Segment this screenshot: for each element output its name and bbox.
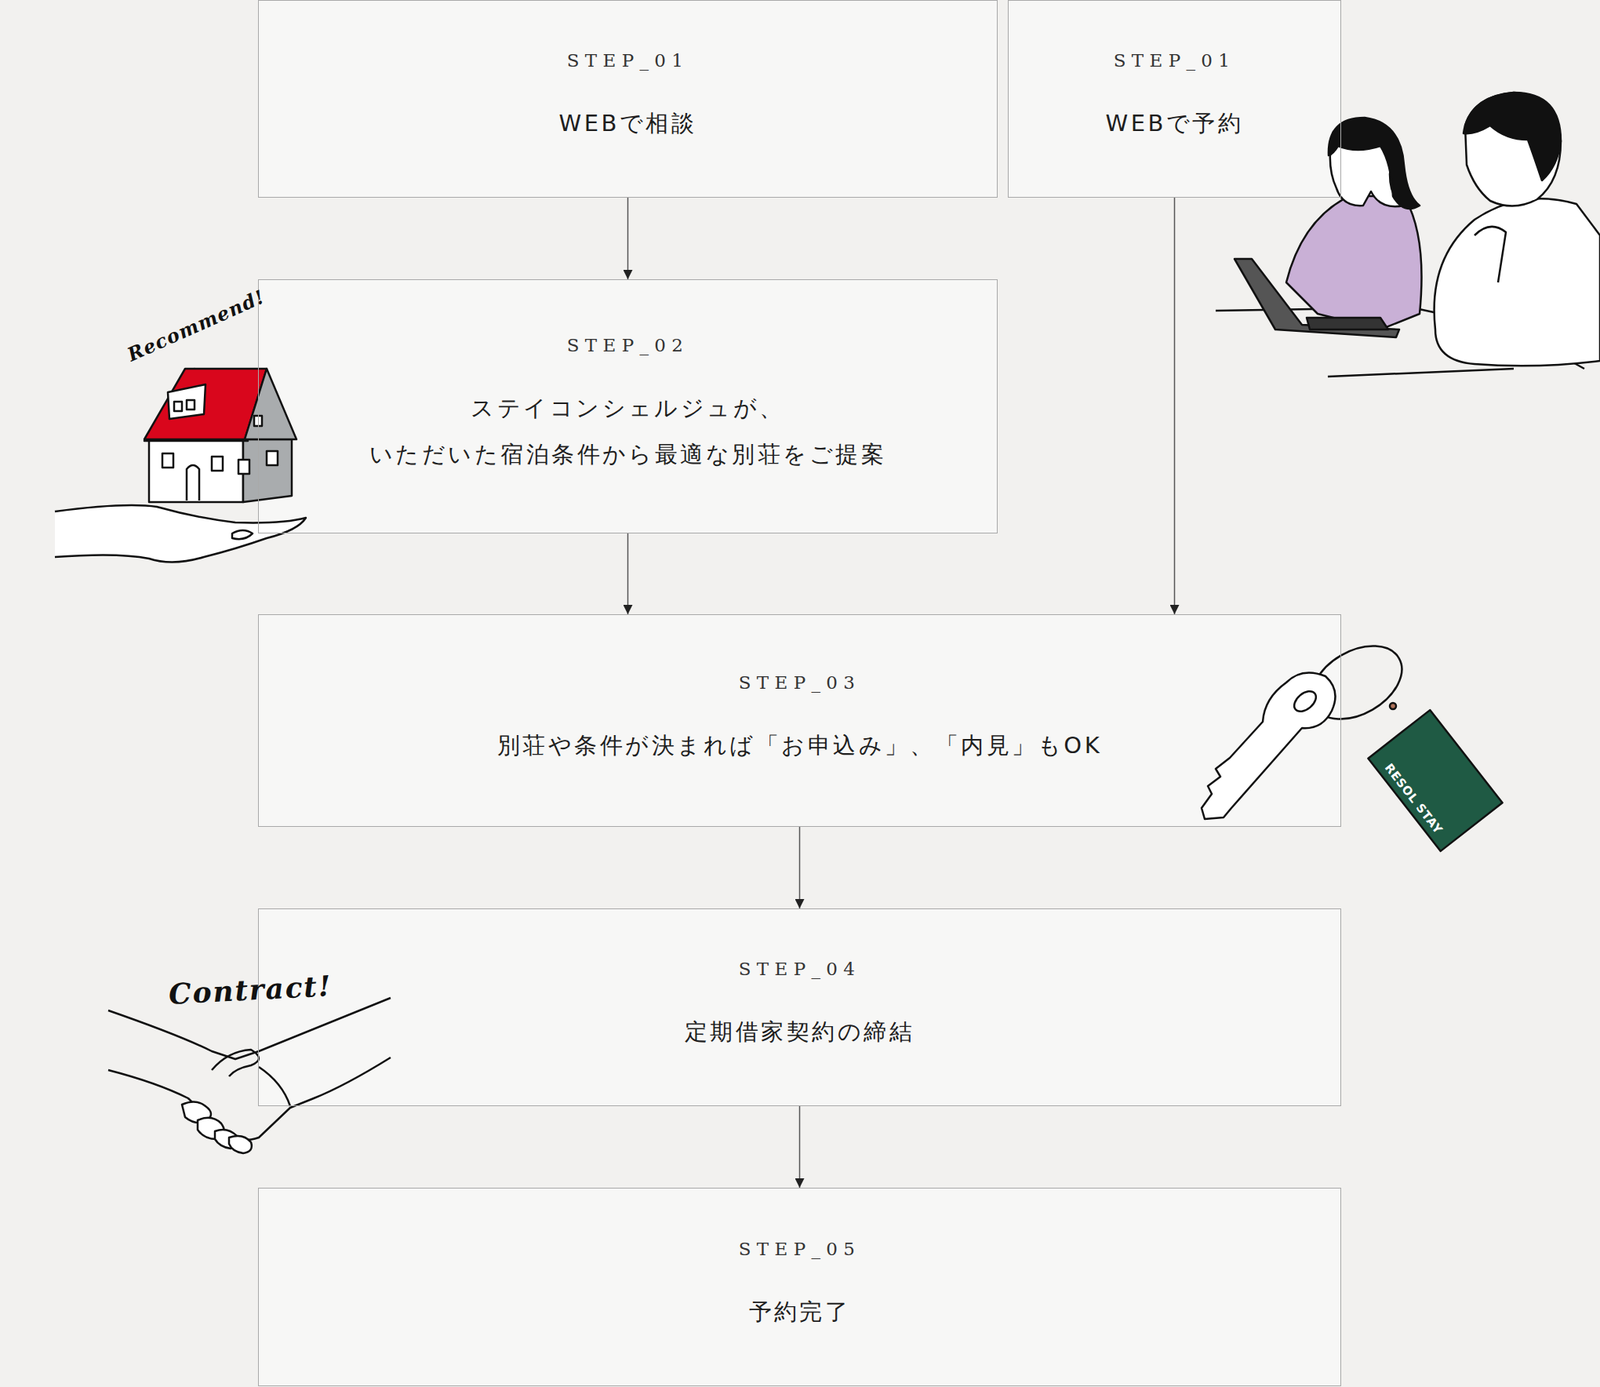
step-number: STEP_05 <box>738 1238 862 1259</box>
flow-arrow <box>1174 197 1176 615</box>
step-description: WEBで予約 <box>1105 100 1244 147</box>
flow-arrow <box>799 826 801 909</box>
box-fill <box>258 0 998 198</box>
step-description: 定期借家契約の締結 <box>684 1008 915 1055</box>
flow-arrow <box>627 197 630 280</box>
step-number: STEP_04 <box>738 958 862 979</box>
apply-box: STEP_03 別荘や条件が決まれば「お申込み」、「内見」もOK <box>258 614 1342 827</box>
people-illustration <box>1215 92 1600 377</box>
step-description: ステイコンシェルジュが、 いただいた宿泊条件から最適な別荘をご提案 <box>338 385 919 479</box>
box-fill <box>258 908 1342 1106</box>
step-number: STEP_01 <box>567 50 690 71</box>
contract-box: STEP_04 定期借家契約の締結 <box>258 908 1342 1106</box>
step-description: 別荘や条件が決まれば「お申込み」、「内見」もOK <box>497 722 1102 769</box>
flow-arrow <box>799 1105 801 1188</box>
step-number: STEP_01 <box>1113 50 1237 71</box>
reserve-box: STEP_01WEBで予約 <box>1007 0 1342 198</box>
step-description: 予約完了 <box>749 1288 851 1335</box>
box-fill <box>258 279 998 534</box>
box-fill <box>1007 0 1342 198</box>
step-description: WEBで相談 <box>559 100 698 147</box>
complete-box: STEP_05 予約完了 <box>258 1187 1342 1386</box>
flow-arrow <box>627 533 630 615</box>
step-number: STEP_03 <box>738 672 862 693</box>
recommend-label: Recommend! <box>123 284 269 366</box>
step-number: STEP_02 <box>567 334 690 356</box>
box-fill <box>258 1187 1342 1386</box>
key-illustration <box>1201 630 1503 851</box>
box-fill <box>258 614 1342 827</box>
proposal-box: STEP_02 ステイコンシェルジュが、 いただいた宿泊条件から最適な別荘をご提案 <box>258 279 998 534</box>
consult-box: STEP_01WEBで相談 <box>258 0 998 198</box>
handshake-illustration <box>108 997 391 1153</box>
